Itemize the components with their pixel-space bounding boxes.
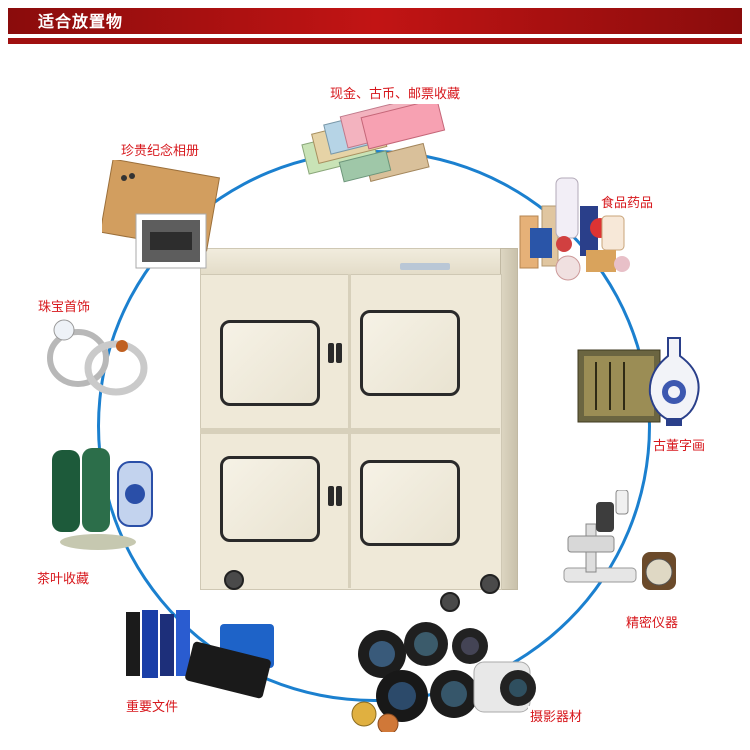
folders-image — [126, 610, 274, 699]
cabinet-handle — [328, 343, 334, 363]
label-antique-painting: 古董字画 — [651, 435, 708, 454]
cabinet-wheel — [440, 592, 460, 612]
page-title: 适合放置物 — [38, 12, 124, 31]
cabinet-display-panel — [400, 263, 450, 270]
label-cash: 现金、古币、邮票收藏 — [328, 83, 463, 102]
bottles-image — [519, 177, 630, 281]
cabinet-window-bottom-right — [360, 460, 460, 546]
cabinet-handle — [328, 486, 334, 506]
banknotes-image — [301, 104, 446, 183]
cabinet-handle — [336, 486, 342, 506]
cabinet-wheel — [224, 570, 244, 590]
cabinet-window-bottom-left — [220, 456, 320, 542]
dry-cabinet-image — [200, 248, 518, 614]
cabinet-top — [200, 248, 502, 276]
header-underline — [8, 38, 742, 44]
label-tea-collection: 茶叶收藏 — [35, 568, 92, 587]
cabinet-handle — [336, 343, 342, 363]
label-important-documents: 重要文件 — [124, 696, 181, 715]
cabinet-window-top-left — [220, 320, 320, 406]
vase-image — [577, 337, 700, 426]
label-jewelry: 珠宝首饰 — [36, 296, 93, 315]
cabinet-wheel — [480, 574, 500, 594]
rings-image — [47, 319, 148, 396]
label-food-medicine: 食品药品 — [599, 192, 656, 211]
header-bar — [8, 8, 742, 34]
label-photography: 摄影器材 — [528, 706, 585, 725]
label-precision-instrument: 精密仪器 — [624, 612, 681, 631]
photo-album-image — [102, 160, 221, 269]
camera-lens-image — [351, 622, 536, 732]
tea-tins-image — [52, 448, 153, 550]
cabinet-center-divider — [348, 274, 351, 588]
microscope-image — [563, 490, 676, 590]
cabinet-window-top-right — [360, 310, 460, 396]
label-photo-album: 珍贵纪念相册 — [119, 140, 202, 159]
cabinet-side — [500, 248, 518, 590]
